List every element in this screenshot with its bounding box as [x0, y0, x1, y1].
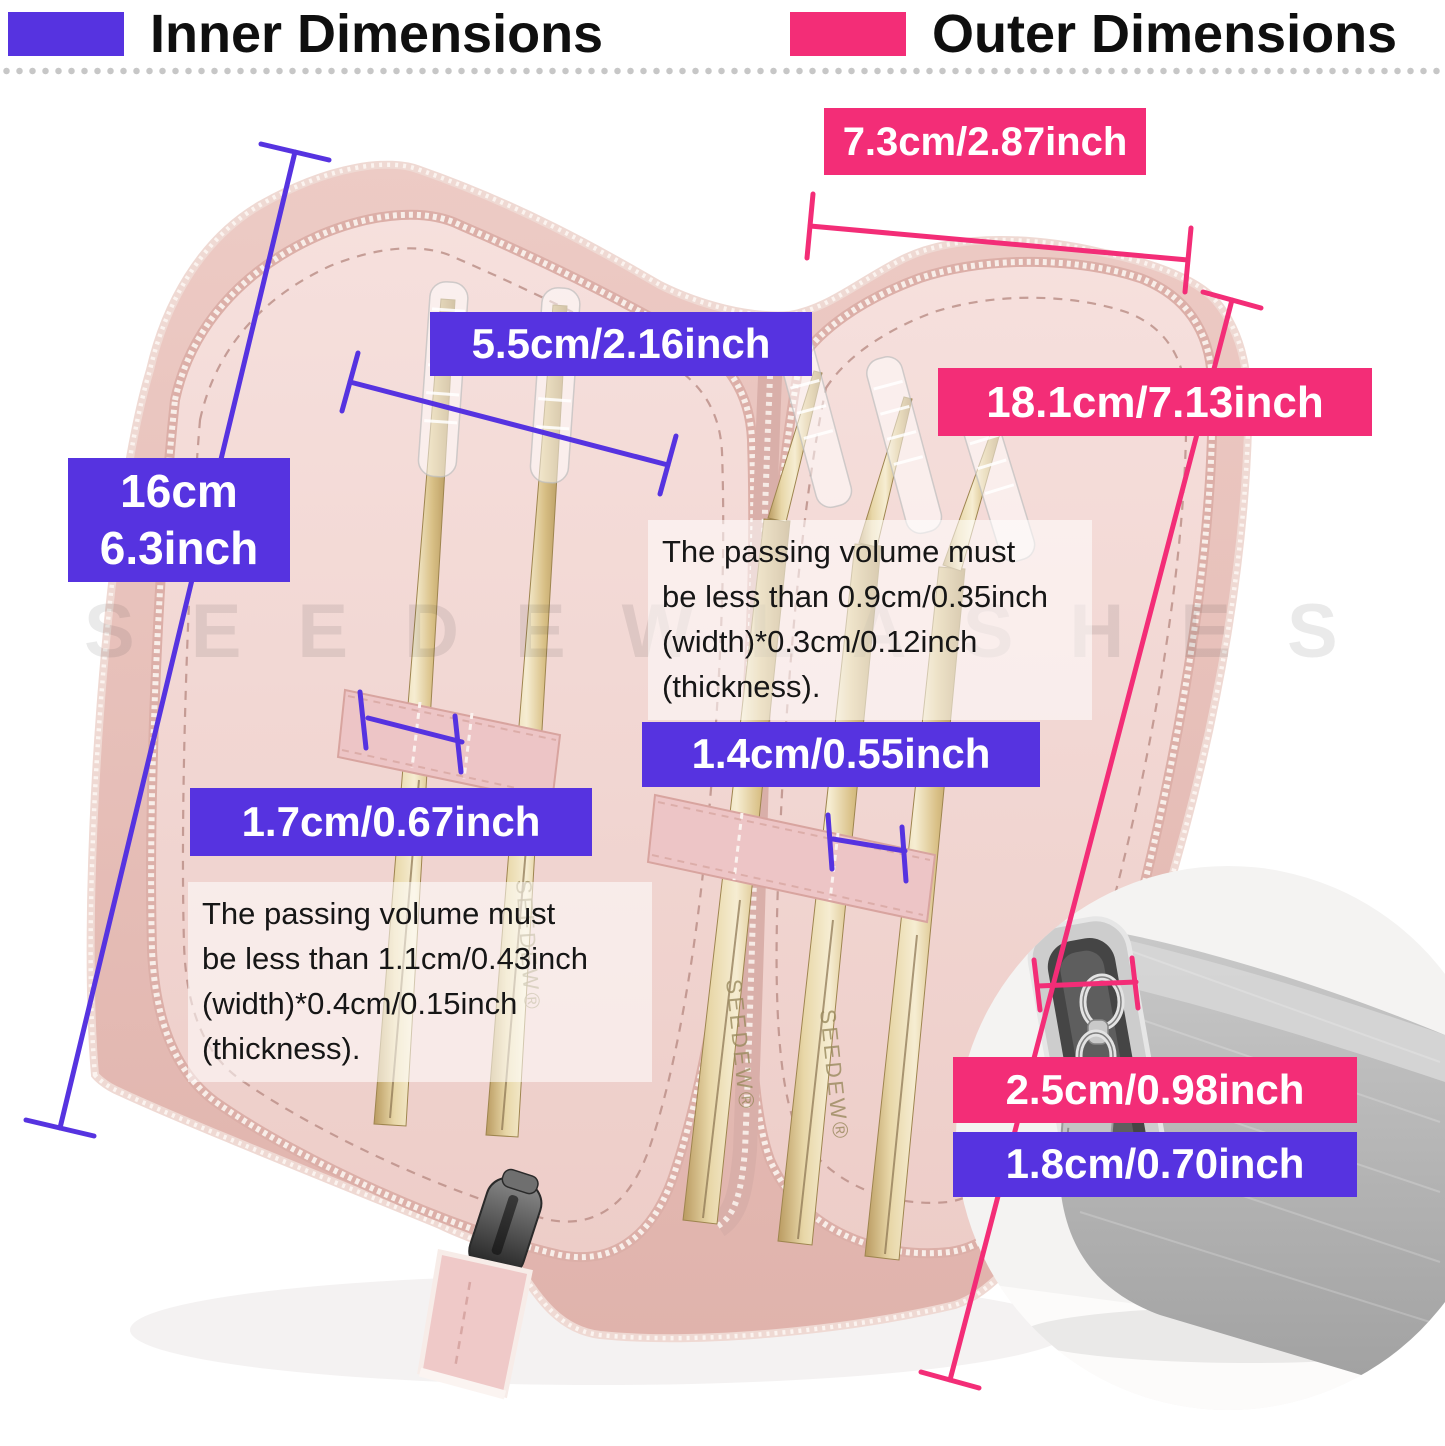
- outer-dimensions-label: Outer Dimensions: [932, 4, 1398, 64]
- dimension-line-inset-thickness: [1031, 955, 1141, 1013]
- tag-inset-outer-thickness: 2.5cm/0.98inch: [953, 1057, 1357, 1123]
- dimension-line-5.5cm: [339, 350, 679, 497]
- inner-dimension-lines: [23, 141, 909, 1139]
- zipper-pull-tab: [417, 1248, 533, 1400]
- dotted-divider: [0, 66, 1445, 76]
- tip-cover: [866, 356, 943, 535]
- dimension-line-7.3cm: [804, 191, 1194, 295]
- outer-dimension-lines: [804, 191, 1264, 1391]
- dimension-line-18.1cm: [918, 289, 1264, 1391]
- inner-dimensions-label: Inner Dimensions: [150, 4, 604, 64]
- note-passing-volume-left: The passing volume must be less than 1.1…: [188, 882, 652, 1082]
- tag-inner-pocket-width: 5.5cm/2.16inch: [430, 312, 812, 376]
- center-fold: [710, 329, 784, 1237]
- legend-inner-dimensions: Inner Dimensions: [8, 2, 603, 66]
- tag-inner-height: 16cm 6.3inch: [68, 458, 290, 582]
- legend-outer-dimensions: Outer Dimensions: [790, 2, 1397, 66]
- dimension-line-1.7cm: [357, 689, 465, 775]
- outer-dimensions-swatch: [790, 12, 906, 56]
- dimension-line-1.4cm: [825, 812, 909, 884]
- tag-outer-top-width: 7.3cm/2.87inch: [824, 108, 1146, 175]
- tag-inner-strap-left: 1.7cm/0.67inch: [190, 788, 592, 856]
- tag-outer-height: 18.1cm/7.13inch: [938, 368, 1372, 436]
- dimension-line-16cm: [23, 141, 332, 1139]
- tag-inset-inner-thickness: 1.8cm/0.70inch: [953, 1132, 1357, 1197]
- note-passing-volume-right: The passing volume must be less than 0.9…: [648, 520, 1092, 720]
- zipper-slider: [468, 1168, 543, 1278]
- gray-case-top-face: [1062, 925, 1445, 1082]
- inner-dimensions-swatch: [8, 12, 124, 56]
- tag-inner-strap-right: 1.4cm/0.55inch: [642, 722, 1040, 787]
